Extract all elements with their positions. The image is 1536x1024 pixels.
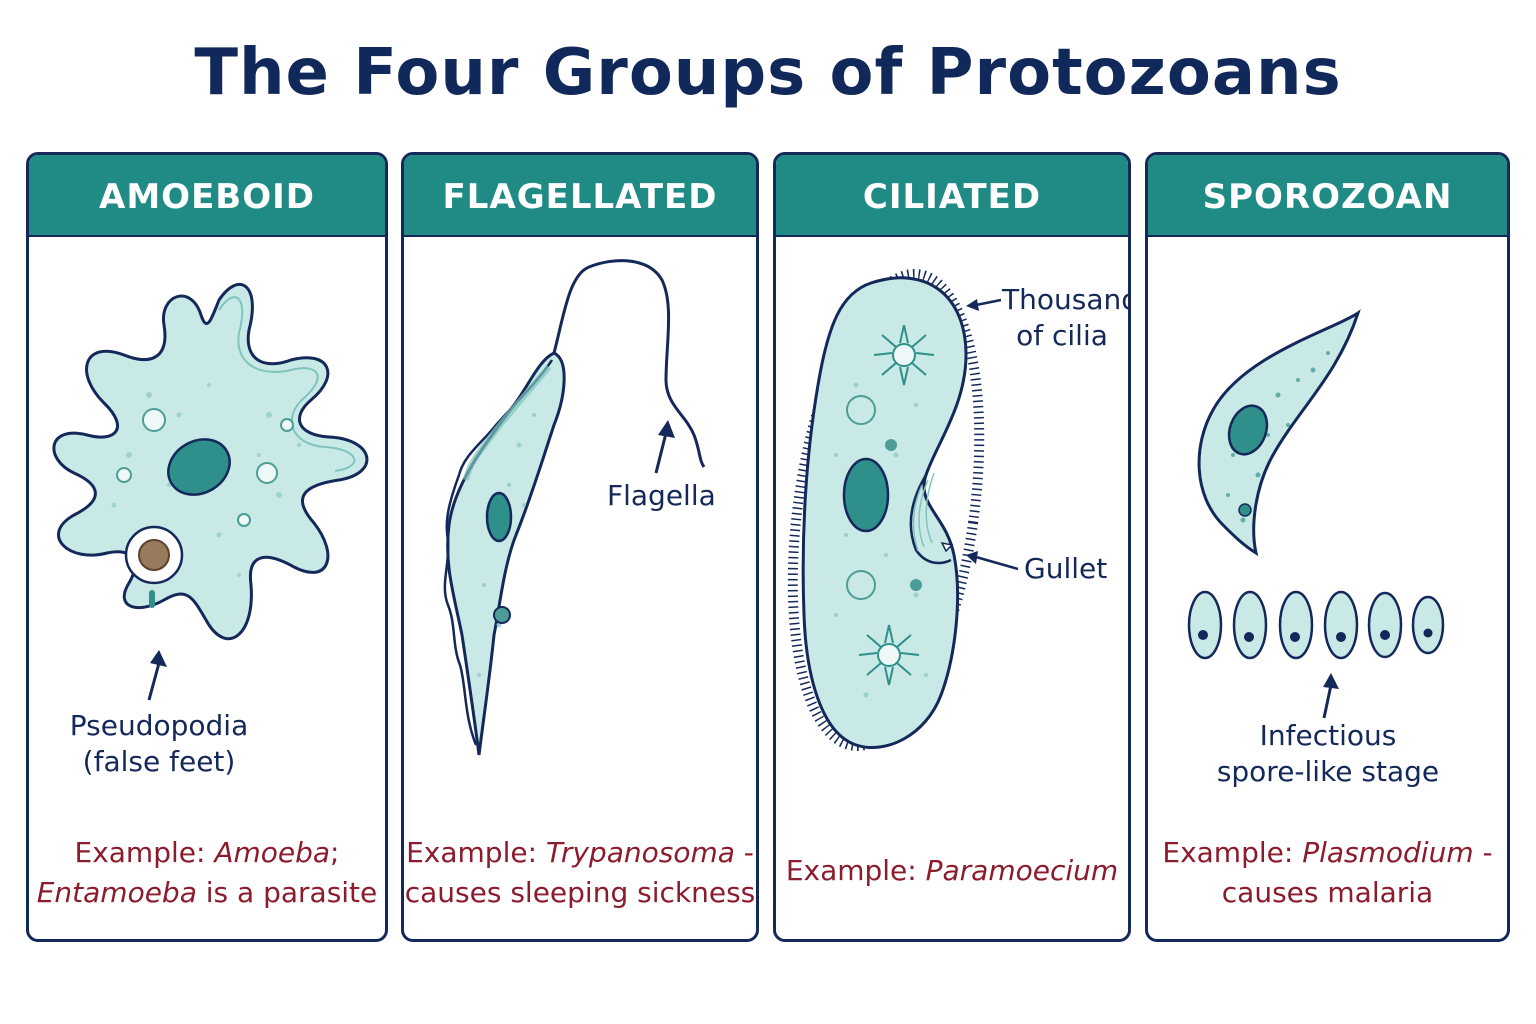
spore-arrow xyxy=(1322,684,1333,719)
card-header-amoeboid: AMOEBOID xyxy=(29,155,385,237)
page-title: The Four Groups of Protozoans xyxy=(194,36,1342,110)
card-ciliated: CILIATED Thousands of cilia xyxy=(773,152,1131,942)
card-sporozoan: SPOROZOAN Infectious spore-like stage xyxy=(1145,152,1510,942)
gullet xyxy=(909,474,952,565)
spore xyxy=(1323,590,1359,660)
gullet-label: Gullet xyxy=(1024,552,1108,585)
spore xyxy=(1187,590,1223,660)
example-flagellated: Example: Trypanosoma - causes sleeping s… xyxy=(404,836,756,909)
paramecium-nucleus xyxy=(842,457,890,533)
amoeba-illustration xyxy=(52,282,369,701)
card-header-flagellated: FLAGELLATED xyxy=(404,155,756,237)
trypanosoma-illustration xyxy=(443,259,706,756)
amoeba-nucleus xyxy=(167,438,231,496)
sporozoite-body xyxy=(1197,309,1361,557)
spore xyxy=(1367,591,1403,659)
flagella-label: Flagella xyxy=(607,479,716,512)
contractile-vacuole-top xyxy=(873,324,935,386)
contractile-vacuole-bottom xyxy=(858,624,920,686)
example-amoeboid: Example: Amoeba; Entamoeba is a parasite xyxy=(36,836,378,909)
card-header-sporozoan: SPOROZOAN xyxy=(1148,155,1507,237)
flagella-arrow xyxy=(654,432,668,474)
card-flagellated: FLAGELLATED Flagella Example: Trypanosom… xyxy=(401,152,759,942)
card-amoeboid: AMOEBOID Pseudopodia (false feet) Exampl… xyxy=(26,152,388,942)
trypanosoma-nucleus xyxy=(485,491,513,543)
pseudopodia-label: Pseudopodia (false feet) xyxy=(69,709,249,778)
pseudopodia-arrow xyxy=(147,662,161,701)
paramecium-illustration xyxy=(787,268,1019,752)
example-sporozoan: Example: Plasmodium - causes malaria xyxy=(1162,836,1493,909)
spore xyxy=(1411,595,1445,655)
sporozoite-nucleus xyxy=(1227,404,1269,456)
spore xyxy=(1278,590,1314,660)
cilia-label: Thousands of cilia xyxy=(1002,283,1128,352)
spore-row xyxy=(1187,590,1445,660)
example-ciliated: Example: Paramoecium xyxy=(785,854,1119,887)
card-header-ciliated: CILIATED xyxy=(776,155,1128,237)
flagellum xyxy=(552,259,706,468)
spore xyxy=(1232,590,1268,660)
plasmodium-illustration xyxy=(1187,309,1445,719)
cilia-fringe xyxy=(787,268,985,752)
spore-stage-label: Infectious spore-like stage xyxy=(1216,719,1440,788)
